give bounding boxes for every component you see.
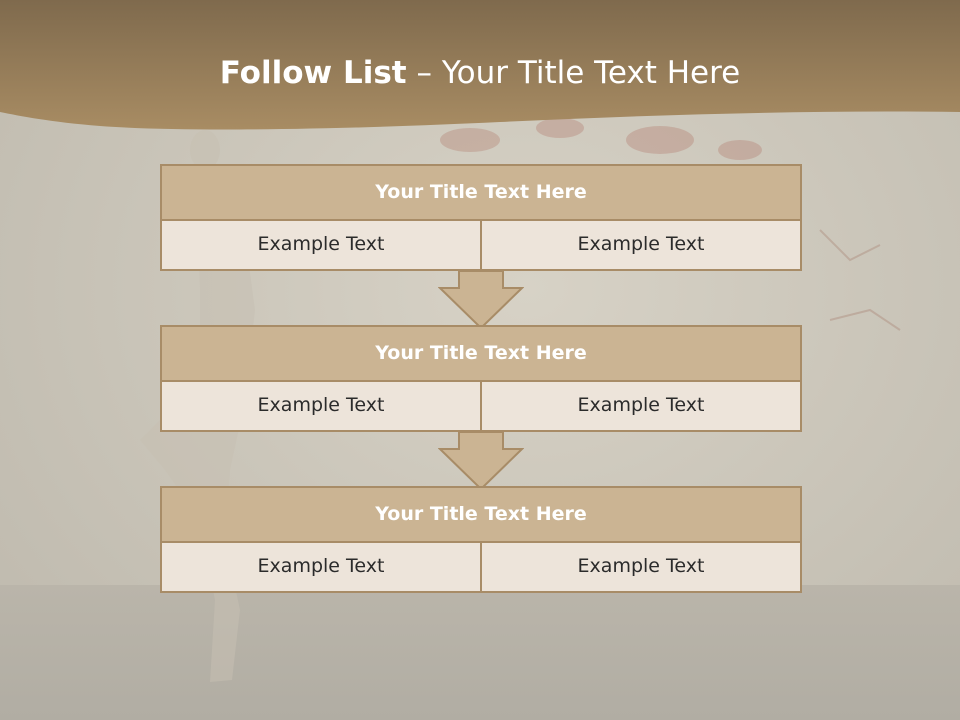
list-block-1: Your Title Text Here Example Text Exampl… (160, 164, 802, 271)
block-title: Your Title Text Here (160, 164, 802, 221)
list-block-2: Your Title Text Here Example Text Exampl… (160, 325, 802, 432)
block-row: Example Text Example Text (160, 543, 802, 593)
block-cell-left: Example Text (257, 555, 385, 577)
block-cell-right: Example Text (480, 382, 800, 430)
block-title: Your Title Text Here (160, 486, 802, 543)
block-cell-left: Example Text (257, 233, 385, 255)
block-cell-left: Example Text (257, 394, 385, 416)
title-subtitle: – Your Title Text Here (406, 55, 741, 91)
down-arrow-icon (438, 270, 524, 330)
header-band (0, 0, 960, 130)
slide-title: Follow List – Your Title Text Here (0, 55, 960, 91)
list-block-3: Your Title Text Here Example Text Exampl… (160, 486, 802, 593)
block-row: Example Text Example Text (160, 382, 802, 432)
down-arrow-icon (438, 431, 524, 491)
block-title: Your Title Text Here (160, 325, 802, 382)
block-row: Example Text Example Text (160, 221, 802, 271)
block-cell-right: Example Text (480, 543, 800, 591)
background-floor (0, 585, 960, 720)
title-main: Follow List (219, 55, 407, 91)
block-cell-right: Example Text (480, 221, 800, 269)
